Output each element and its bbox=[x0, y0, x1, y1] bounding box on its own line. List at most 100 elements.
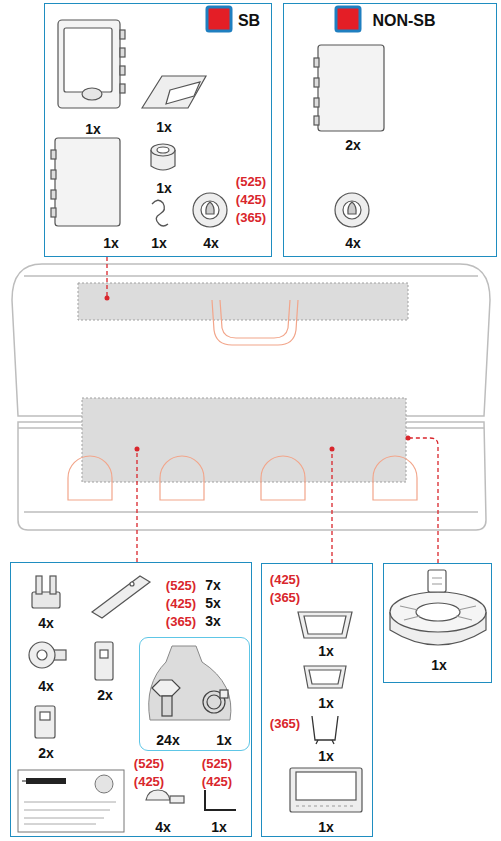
side-panel bbox=[51, 138, 120, 226]
leader-line bbox=[331, 449, 332, 563]
mounting-clip bbox=[95, 642, 113, 680]
grill-knob-outline bbox=[68, 456, 417, 500]
control-panel bbox=[120, 30, 125, 39]
side-panel bbox=[51, 170, 56, 179]
button-screw bbox=[146, 790, 170, 800]
side-panel bbox=[318, 45, 384, 131]
quantity-label: 4x bbox=[38, 679, 54, 693]
parts-group-box: 4x(525)7x(425)5x(365)3x4x2x2x(525)(525)(… bbox=[10, 562, 252, 837]
side-panel bbox=[51, 190, 56, 199]
valve-bracket bbox=[40, 712, 50, 720]
control-knob bbox=[348, 202, 356, 214]
control-knob bbox=[343, 201, 361, 219]
drip-pan bbox=[296, 805, 356, 806]
quantity-label: (525) bbox=[202, 757, 232, 770]
tray-holder bbox=[312, 716, 338, 740]
drip-cup bbox=[304, 666, 346, 688]
grill-outline bbox=[12, 264, 490, 416]
grommet bbox=[151, 144, 175, 156]
drip-pan bbox=[290, 768, 362, 812]
quantity-label: 1x bbox=[85, 122, 101, 136]
screw bbox=[152, 680, 180, 716]
angle-bracket bbox=[130, 582, 134, 586]
quantity-label: 1x bbox=[156, 181, 172, 195]
control-panel bbox=[58, 20, 125, 108]
mounting-region bbox=[78, 283, 408, 320]
hose-clamp bbox=[207, 695, 221, 709]
quantity-label: 1x bbox=[318, 696, 334, 710]
control-panel bbox=[58, 20, 120, 108]
side-panel bbox=[55, 138, 120, 226]
grill-outline bbox=[24, 275, 478, 277]
quantity-label: (425) bbox=[236, 193, 266, 206]
control-panel bbox=[120, 48, 125, 57]
tray-holder bbox=[312, 716, 338, 744]
side-panel bbox=[51, 208, 56, 217]
quantity-label: 2x bbox=[345, 138, 361, 152]
quantity-label: (425) bbox=[134, 775, 164, 788]
burner-bracket bbox=[32, 576, 60, 608]
variant-chip bbox=[336, 7, 360, 31]
leader-dot bbox=[406, 436, 411, 441]
variant-heading: SB bbox=[238, 13, 260, 29]
quantity-label: (365) bbox=[270, 717, 300, 730]
mounting-clip bbox=[95, 642, 113, 680]
side-panel bbox=[314, 58, 319, 67]
hose-clamp bbox=[203, 690, 228, 713]
burner-cap bbox=[432, 578, 442, 584]
quantity-label: 1x bbox=[318, 644, 334, 658]
control-knob bbox=[193, 193, 227, 227]
hardware-bag-box: 24x1x bbox=[139, 637, 250, 751]
quantity-label: (425) bbox=[270, 573, 300, 586]
leader-dot bbox=[330, 447, 335, 452]
quantity-label: 7x bbox=[205, 578, 221, 592]
lid-handle-outline bbox=[212, 300, 298, 345]
grill-knob-outline bbox=[373, 456, 417, 500]
leader-dot bbox=[105, 296, 110, 301]
quantity-label: (365) bbox=[236, 211, 266, 224]
control-knob bbox=[206, 202, 214, 214]
leader-line bbox=[106, 257, 107, 298]
control-knob bbox=[335, 193, 369, 227]
heat-shield-clip bbox=[142, 76, 206, 108]
quantity-label: 3x bbox=[205, 614, 221, 628]
grill-knob-outline bbox=[68, 456, 112, 500]
quantity-label: 2x bbox=[97, 688, 113, 702]
maintenance-manual bbox=[24, 802, 116, 824]
parts-group-box: NON-SB2x4x bbox=[283, 3, 497, 257]
quantity-label: (425) bbox=[166, 597, 196, 610]
lid-handle-outline bbox=[212, 300, 298, 345]
quantity-label: 1x bbox=[151, 236, 167, 250]
screw bbox=[152, 680, 180, 696]
hardware-bag bbox=[149, 646, 231, 720]
grill-outline bbox=[12, 264, 490, 530]
lid-handle-outline bbox=[220, 300, 290, 338]
grease-tray bbox=[298, 612, 352, 638]
quantity-label: (525) bbox=[236, 175, 266, 188]
control-panel bbox=[120, 84, 125, 93]
drip-pan bbox=[290, 768, 362, 812]
quantity-label: 4x bbox=[38, 616, 54, 630]
heat-shield-clip bbox=[142, 76, 206, 108]
hardware-bag bbox=[149, 646, 231, 720]
maintenance-manual bbox=[18, 770, 124, 832]
button-screw bbox=[146, 790, 184, 803]
quantity-label: (365) bbox=[270, 591, 300, 604]
control-panel bbox=[82, 88, 102, 100]
angle-bracket bbox=[92, 576, 150, 618]
leader-line bbox=[107, 257, 438, 563]
maintenance-manual bbox=[95, 775, 113, 793]
tray-holder bbox=[316, 740, 334, 744]
burner-cap bbox=[400, 606, 476, 620]
valve-bracket bbox=[35, 706, 55, 738]
mounting-clip bbox=[100, 650, 108, 658]
quantity-label: 1x bbox=[318, 749, 334, 763]
parts-group-box: SB1x1x1x(525)(425)(365)1x1x4x bbox=[44, 3, 272, 257]
quantity-label: 24x bbox=[156, 733, 179, 747]
quantity-label: 1x bbox=[211, 820, 227, 834]
burner-cap bbox=[416, 603, 460, 621]
quantity-label: 4x bbox=[203, 236, 219, 250]
angle-bracket bbox=[92, 576, 150, 618]
